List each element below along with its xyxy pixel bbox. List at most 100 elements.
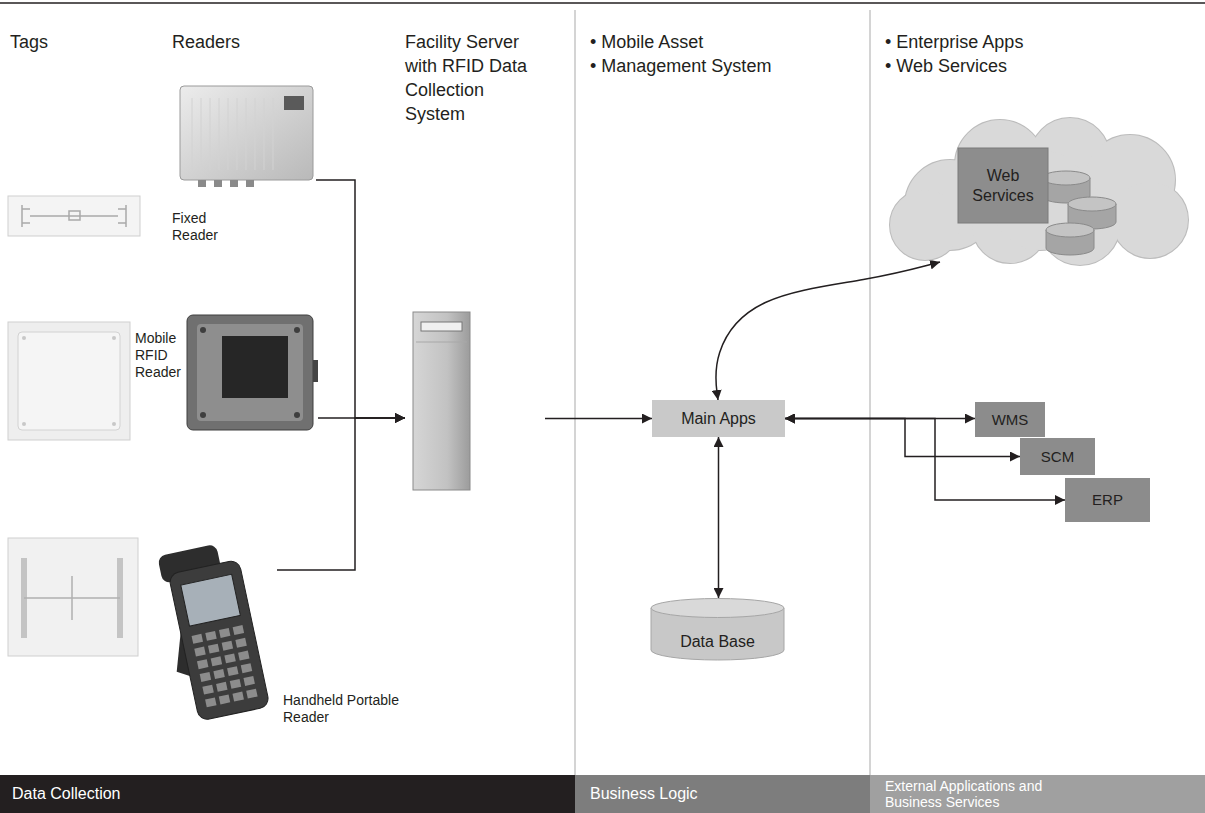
storage-disks bbox=[1042, 171, 1116, 255]
art-shape bbox=[192, 634, 203, 644]
mobile-reader-picture bbox=[222, 336, 288, 398]
column-divider bbox=[574, 10, 575, 775]
column-heading: • Enterprise Apps bbox=[885, 30, 1023, 54]
cloud-fill bbox=[890, 190, 960, 260]
art-shape bbox=[222, 641, 233, 651]
server-tower-picture bbox=[421, 322, 462, 331]
rfid-tag bbox=[24, 558, 120, 638]
art-shape bbox=[208, 644, 219, 654]
data-collection-band: Data Collection bbox=[0, 775, 575, 813]
rfid-tag bbox=[24, 576, 120, 620]
art-shape bbox=[233, 625, 244, 635]
label-holder: • Web Services bbox=[885, 54, 1007, 78]
fixed-reader-picture bbox=[192, 98, 273, 170]
node-label: Main Apps bbox=[681, 409, 756, 428]
top-rule bbox=[0, 2, 1205, 4]
fixed-reader-picture bbox=[180, 86, 313, 180]
database-cylinder-outline bbox=[650, 598, 785, 662]
rfid-tag bbox=[22, 422, 26, 426]
cloud-fill bbox=[1112, 182, 1188, 258]
storage-disk bbox=[1042, 171, 1090, 185]
art-shape bbox=[197, 659, 208, 669]
node-label: Facility Server with RFID Data Collectio… bbox=[405, 30, 545, 126]
column-divider bbox=[575, 10, 870, 775]
cloud-fill bbox=[890, 118, 1188, 265]
art-shape bbox=[205, 697, 216, 707]
external-services-band: External Applications and Business Servi… bbox=[870, 775, 1205, 813]
fixed-reader-picture bbox=[284, 96, 304, 110]
database-cylinder-top bbox=[651, 599, 784, 618]
node-label: Data Base bbox=[650, 632, 785, 651]
rfid-tag bbox=[112, 336, 116, 340]
art-shape bbox=[200, 672, 211, 682]
cloud-shape bbox=[888, 120, 1195, 262]
art-shape bbox=[243, 676, 254, 686]
rfid-tag bbox=[8, 196, 140, 236]
server-tower-picture bbox=[413, 312, 470, 490]
cloud-outline bbox=[890, 118, 1188, 265]
rfid-tag bbox=[22, 205, 126, 227]
connector-arrow bbox=[316, 180, 405, 418]
server-tower-picture bbox=[413, 312, 470, 490]
art-shape bbox=[238, 651, 249, 661]
mobile-reader-picture bbox=[187, 315, 313, 430]
art-shape bbox=[235, 638, 246, 648]
art-shape bbox=[205, 631, 216, 641]
cloud-outline bbox=[1112, 182, 1188, 258]
art-shape bbox=[230, 679, 241, 689]
node-label: Mobile RFID Reader bbox=[135, 330, 185, 380]
storage-disk bbox=[1068, 197, 1116, 211]
node-label: Web Services bbox=[958, 148, 1048, 223]
column-heading: Tags bbox=[10, 30, 48, 54]
column-heading: • Management System bbox=[590, 54, 771, 78]
handheld-reader: Handheld Portable Reader bbox=[165, 535, 277, 735]
art-shape bbox=[232, 692, 243, 702]
label-holder: • Mobile Asset bbox=[590, 30, 703, 54]
art-shape bbox=[246, 689, 257, 699]
wms-box: WMS bbox=[975, 402, 1045, 437]
fixed-reader-picture bbox=[230, 180, 238, 187]
rfid-tag bbox=[8, 538, 138, 656]
node-label: Business Logic bbox=[575, 784, 698, 803]
handheld-reader-picture bbox=[181, 574, 241, 626]
mobile-reader-picture bbox=[294, 327, 300, 333]
fixed-reader-picture bbox=[180, 86, 313, 187]
mobile-reader: Mobile RFID Reader bbox=[185, 315, 318, 430]
rfid-tag bbox=[22, 336, 26, 340]
node-label: External Applications and Business Servi… bbox=[870, 778, 1085, 810]
mobile-reader-picture bbox=[200, 327, 206, 333]
art-shape bbox=[224, 653, 235, 663]
connector-arrow bbox=[716, 262, 940, 400]
facility-server: Facility Server with RFID Data Collectio… bbox=[405, 28, 545, 490]
rfid-tag bbox=[8, 196, 140, 236]
label-holder: Tags bbox=[10, 30, 48, 54]
label-holder: Readers bbox=[172, 30, 240, 54]
art-shape bbox=[219, 628, 230, 638]
node-label: SCM bbox=[1041, 448, 1074, 466]
rfid-tag bbox=[112, 422, 116, 426]
column-heading: • Mobile Asset bbox=[590, 30, 703, 54]
storage-disk bbox=[1046, 223, 1094, 237]
handheld-reader-picture bbox=[168, 559, 270, 721]
mobile-reader-picture bbox=[197, 324, 303, 421]
web-services-cloud: Web Services bbox=[888, 120, 1195, 262]
art-shape bbox=[192, 625, 258, 707]
fixed-reader-picture bbox=[246, 180, 254, 187]
node-label: Data Collection bbox=[0, 784, 121, 803]
art-shape bbox=[227, 666, 238, 676]
rfid-tag bbox=[8, 322, 130, 440]
erp-box: ERP bbox=[1065, 478, 1150, 522]
label-holder: • Management System bbox=[590, 54, 771, 78]
art-shape bbox=[216, 682, 227, 692]
web-services-box bbox=[958, 148, 1048, 223]
mobile-reader-picture bbox=[187, 315, 318, 430]
fixed-reader-picture bbox=[214, 180, 222, 187]
art-shape bbox=[202, 685, 213, 695]
rfid-tag bbox=[69, 211, 80, 220]
node-label: Fixed Reader bbox=[172, 210, 236, 244]
art-shape bbox=[211, 656, 222, 666]
main-apps-box: Main Apps bbox=[652, 400, 785, 437]
art-shape bbox=[241, 663, 252, 673]
top-rule bbox=[0, 3, 1205, 4]
column-heading: Readers bbox=[172, 30, 240, 54]
